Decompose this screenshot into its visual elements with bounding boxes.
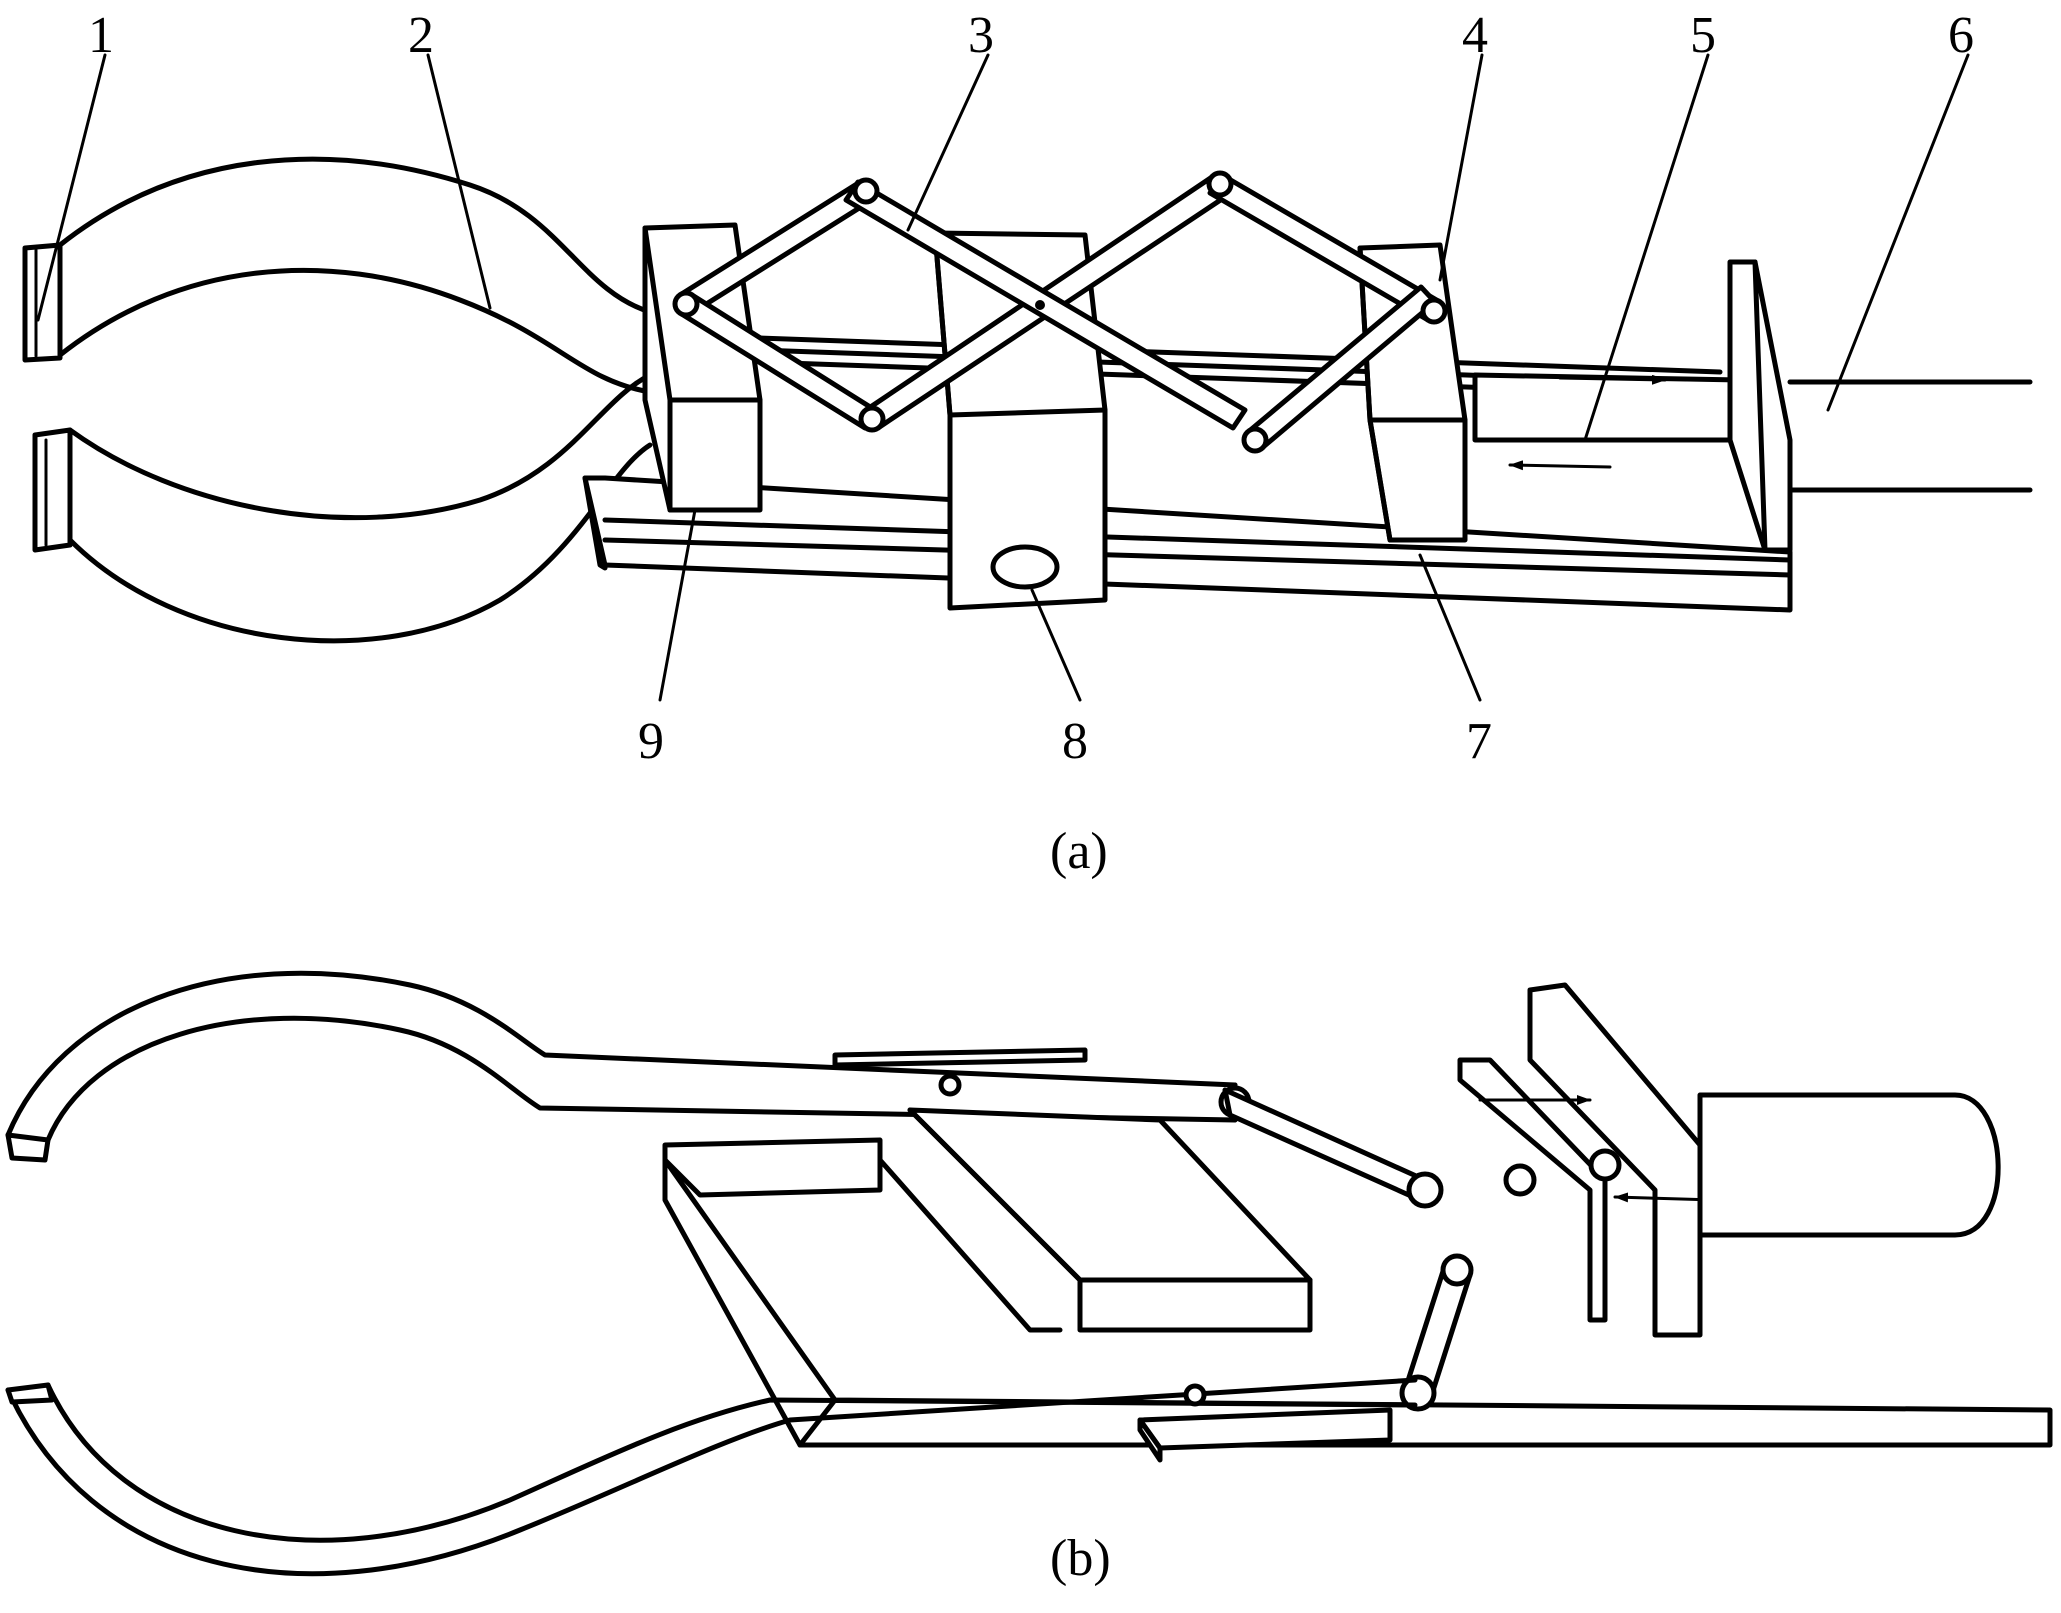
gripper-jaw-lower [32,372,653,644]
label-6: 6 [1948,7,1974,64]
label-9: 9 [638,713,664,770]
label-5: 5 [1690,7,1716,64]
subfigure-a: 1 2 3 4 5 6 7 8 9 (a) [22,7,2033,880]
label-7: 7 [1466,713,1492,770]
center-block-b [877,1107,1313,1333]
pin-hole [990,544,1060,590]
subfigure-b: (b) [5,970,2053,1587]
label-3: 3 [968,7,994,64]
scissor-linkage [672,170,1448,454]
label-8: 8 [1062,713,1088,770]
end-plate [1727,259,1793,553]
cylinder-b [1697,1092,2001,1238]
leader-lines [36,53,1970,702]
base-rail [582,475,1793,613]
label-1: 1 [88,7,114,64]
gripper-jaw-upper [22,156,653,395]
caption-a: (a) [1050,823,1108,880]
left-slider-block [642,222,763,513]
label-4: 4 [1462,7,1488,64]
label-2: 2 [408,7,434,64]
cylinder-body [1787,379,2033,493]
lower-jaw-b [5,1377,1418,1577]
right-housing-b [1457,982,1717,1338]
links-b [1222,1087,1474,1412]
piston-rod [1472,372,1754,471]
caption-b: (b) [1050,1530,1111,1587]
